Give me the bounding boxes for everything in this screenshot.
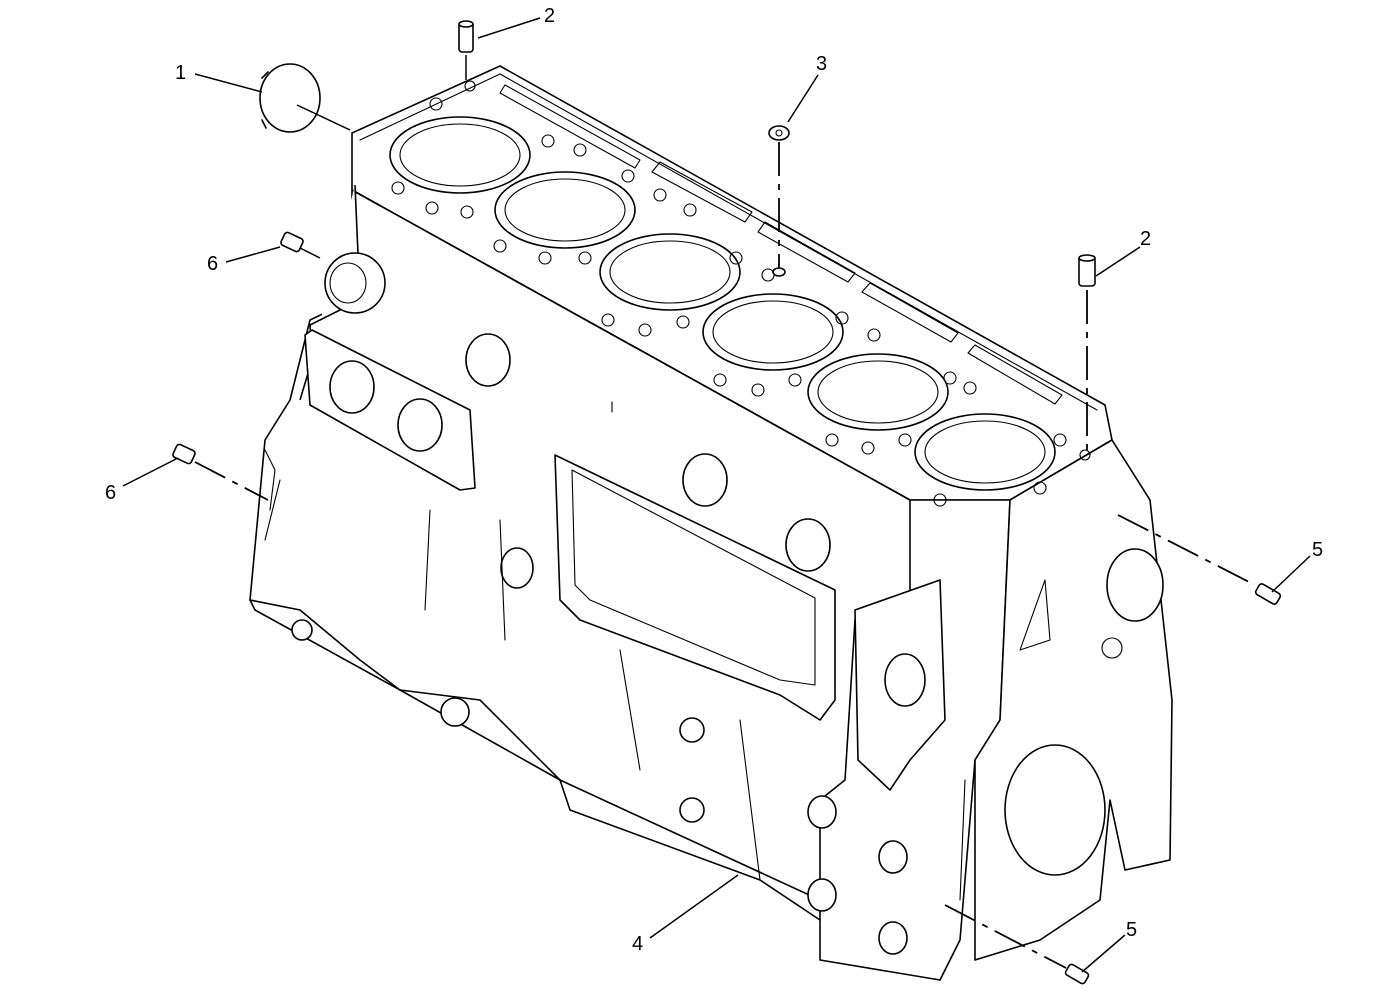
bore-2 <box>494 171 636 249</box>
dowel-pin-right <box>1078 254 1096 455</box>
side-opening-frame <box>554 454 836 721</box>
callout-2-top[interactable]: 2 <box>544 5 555 27</box>
callout-3[interactable]: 3 <box>816 53 827 75</box>
cylinder-bores <box>389 116 1056 491</box>
bore-4 <box>702 293 844 371</box>
cylinder-block <box>249 65 1173 981</box>
top-plug-part <box>768 125 790 277</box>
callout-6-lower[interactable]: 6 <box>105 482 116 504</box>
bore-1 <box>389 116 531 194</box>
callout-1[interactable]: 1 <box>175 62 186 84</box>
callout-5-upper[interactable]: 5 <box>1312 539 1323 561</box>
callout-2-right[interactable]: 2 <box>1140 228 1151 250</box>
dowel-pin-left <box>458 20 474 80</box>
cup-plug-part <box>259 63 351 133</box>
callout-labels: 1 2 2 3 4 5 5 6 6 <box>105 5 1323 955</box>
bore-3 <box>599 233 741 311</box>
pushrod-slots <box>499 84 1063 405</box>
bore-5 <box>807 353 949 431</box>
callout-6-upper[interactable]: 6 <box>207 253 218 275</box>
end-plug-upper <box>1117 514 1282 605</box>
left-boss <box>324 252 386 314</box>
head-bolt-holes <box>391 80 1091 507</box>
callout-4[interactable]: 4 <box>632 933 643 955</box>
callout-leaders <box>122 17 1311 973</box>
callout-5-lower[interactable]: 5 <box>1126 919 1137 941</box>
end-plug-lower <box>944 904 1090 985</box>
side-plug-upper <box>280 231 321 259</box>
side-plug-lower <box>172 443 269 501</box>
crankshaft-bore <box>1004 744 1106 876</box>
bore-6 <box>914 413 1056 491</box>
